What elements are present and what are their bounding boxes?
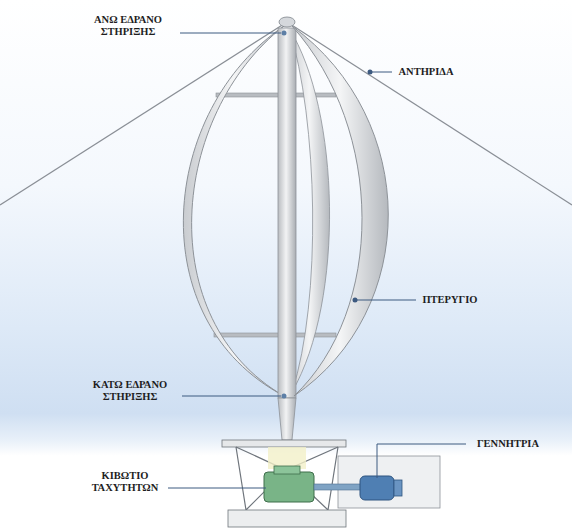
base-slab — [228, 510, 346, 527]
guy-wire — [0, 22, 287, 205]
generator-end — [394, 480, 402, 496]
shaft — [314, 484, 362, 490]
leader-line — [370, 72, 392, 73]
frame — [236, 447, 338, 510]
leader-line — [168, 488, 266, 489]
bearing-dot — [282, 394, 287, 399]
bearing-label: ΑΝΩ ΕΔΡΑΝΟ ΣΤΗΡΙΞΗΣ — [80, 14, 176, 38]
gearbox-label: ΚΙΒΩΤΙΟ ΤΑΧΥΤΗΤΩΝ — [84, 470, 166, 494]
guy-wire-label: ΑΝΤΗΡΙΔΑ — [394, 66, 458, 78]
gearbox — [264, 472, 314, 502]
mast-taper — [278, 398, 296, 440]
generator — [360, 476, 394, 500]
generator-housing — [338, 456, 440, 508]
strut — [214, 333, 336, 337]
leader-line — [377, 444, 466, 478]
leader-line — [180, 33, 281, 34]
platform — [222, 440, 346, 447]
leader-line — [182, 396, 281, 397]
blade — [292, 26, 388, 396]
blade — [183, 26, 284, 396]
blade-label: ΠΤΕΡΥΓΙΟ — [419, 294, 481, 306]
mast — [278, 28, 296, 398]
gearbox-top — [274, 466, 300, 474]
strut — [216, 93, 336, 97]
top-cap — [279, 17, 295, 27]
generator-label: ΓΕΝΝΗΤΡΙΑ — [468, 438, 548, 450]
bearing-dot — [282, 31, 287, 36]
guy-wire — [287, 22, 572, 205]
bearing-label: ΚΑΤΩ ΕΔΡΑΝΟ ΣΤΗΡΙΞΗΣ — [80, 379, 180, 403]
leader-line — [355, 300, 416, 301]
